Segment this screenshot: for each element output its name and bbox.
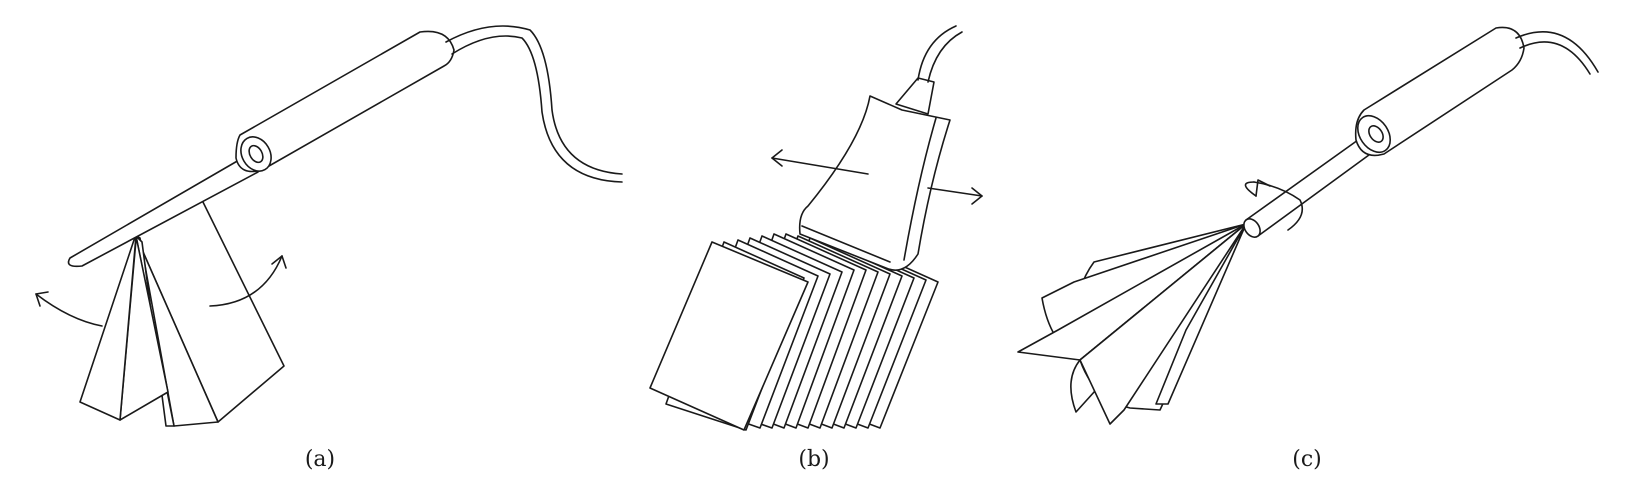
panel-c-rotation-arrowhead xyxy=(1256,180,1270,196)
panel-a-cable-inner xyxy=(452,36,622,182)
panel-a-fan-sweep xyxy=(36,26,622,426)
panel-c-rotation-arrow-left xyxy=(1245,182,1256,196)
panel-b-cable-inner xyxy=(928,32,962,82)
caption-b: (b) xyxy=(798,447,829,472)
panel-a-cable-outer xyxy=(446,26,622,174)
panel-c-image-planes xyxy=(1018,224,1246,424)
panel-b-cable-outer xyxy=(918,26,956,80)
panel-c-cable-outer xyxy=(1516,32,1598,72)
panel-a-image-planes xyxy=(80,196,284,426)
panel-b-probe-neck xyxy=(896,78,934,114)
caption-c: (c) xyxy=(1292,447,1322,472)
panel-b-linear-sweep xyxy=(650,26,982,430)
panel-a-arrow-left xyxy=(36,294,102,326)
panel-c-rotational-sweep xyxy=(1018,27,1598,424)
caption-a: (a) xyxy=(305,447,335,472)
